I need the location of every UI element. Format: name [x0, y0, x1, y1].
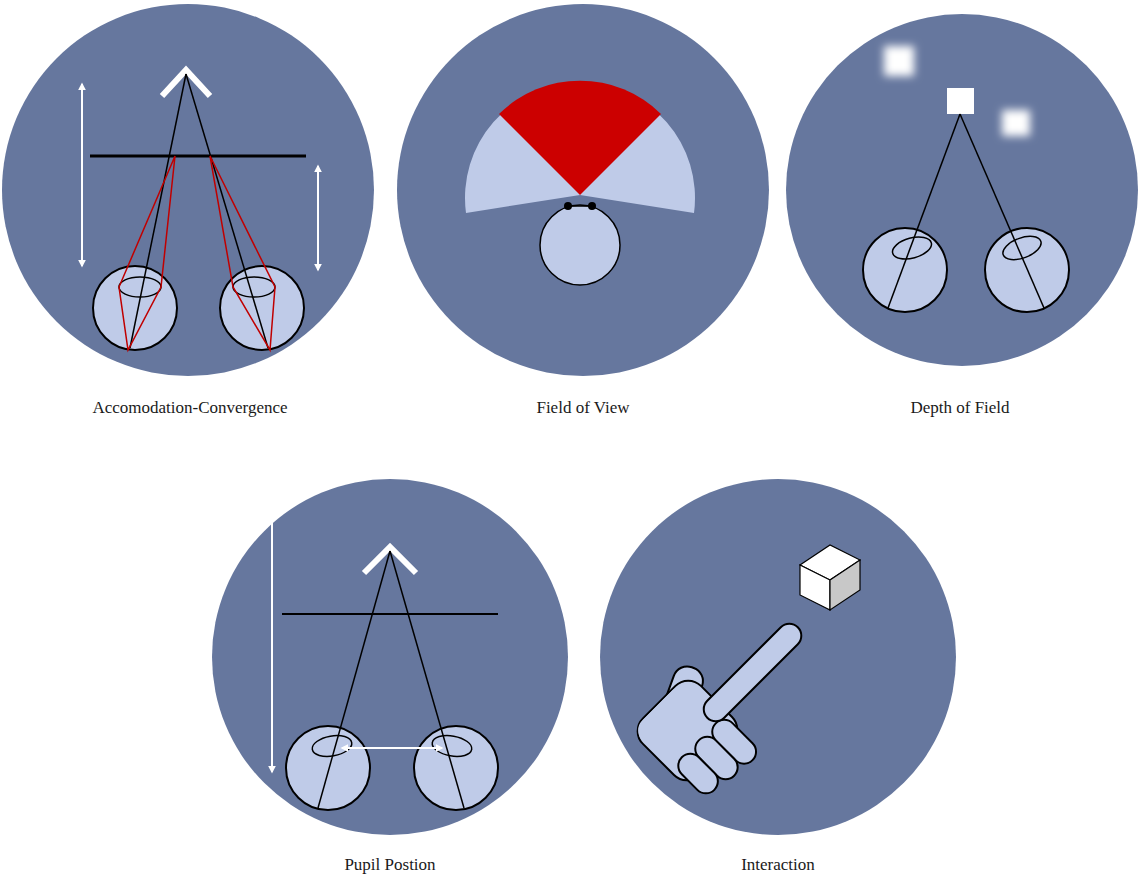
figure-panel: Depth of Field	[786, 14, 1138, 422]
pupil-position-figure	[212, 479, 568, 835]
panel-caption: Interaction	[600, 855, 956, 875]
panel-caption: Accomodation-Convergence	[4, 398, 376, 418]
panel-caption: Field of View	[397, 398, 769, 418]
panel-caption: Pupil Postion	[212, 855, 568, 875]
field-of-view-figure	[397, 4, 769, 376]
interaction-figure	[600, 479, 956, 835]
figure-panel: Interaction	[600, 479, 956, 877]
accommodation-figure	[2, 4, 374, 376]
figure-panel: Field of View	[397, 4, 769, 422]
figure-panel: Accomodation-Convergence	[2, 4, 374, 422]
figure-panel: Pupil Postion	[212, 479, 568, 877]
depth-of-field-figure	[786, 14, 1138, 366]
panel-caption: Depth of Field	[784, 398, 1136, 418]
